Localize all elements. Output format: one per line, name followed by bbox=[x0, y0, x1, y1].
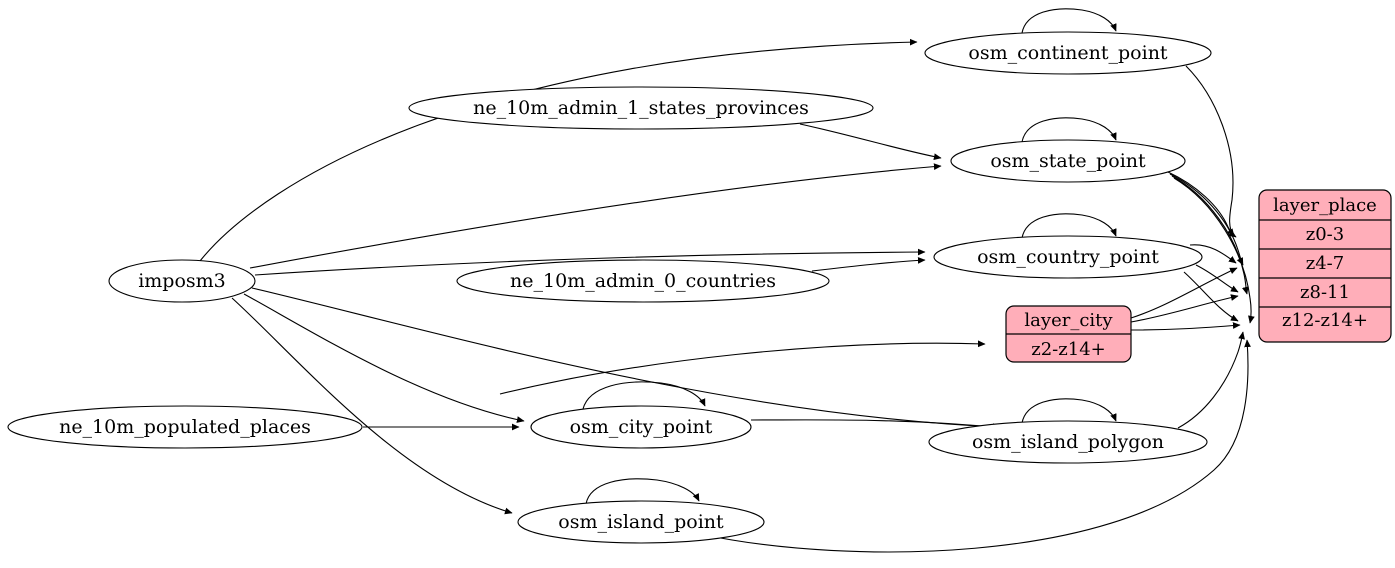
edge-self-loop-osm_island_point bbox=[585, 478, 700, 505]
edge-self-loop-osm_continent_point bbox=[1021, 8, 1117, 34]
edge-self-loop-osm_city_point bbox=[582, 381, 706, 410]
edge-osm_continent_point-to-layer_place-z0_3 bbox=[1185, 65, 1235, 237]
node-ne_10m_admin_1_states_provinces[interactable]: ne_10m_admin_1_states_provinces bbox=[408, 86, 874, 130]
edge-osm_state_point-to-layer_place-z0_3 bbox=[1167, 171, 1237, 238]
node-osm_city_point[interactable]: osm_city_point bbox=[530, 405, 752, 449]
edge-imposm3-to-osm_city_point bbox=[243, 293, 525, 423]
record-node-layer_city[interactable]: layer_city z2-z14+ bbox=[1005, 305, 1132, 363]
edge-osm_city_point-to-layer_city-z2_z14 bbox=[499, 340, 986, 395]
edge-imposm3-to-osm_continent_point bbox=[199, 38, 918, 262]
node-osm_state_point[interactable]: osm_state_point bbox=[950, 139, 1186, 183]
edge-layer_city-to-layer_place-z12_z14 bbox=[1130, 322, 1241, 331]
edge-layer_city-to-layer_place-z8_11 bbox=[1130, 294, 1239, 323]
edge-imposm3-to-osm_state_point bbox=[249, 163, 942, 269]
node-osm_continent_point[interactable]: osm_continent_point bbox=[924, 31, 1212, 75]
edge-self-loop-osm_island_polygon bbox=[1021, 398, 1117, 424]
edge-osm_state_point-to-layer_place-z8_11 bbox=[1171, 175, 1249, 295]
edges-layer bbox=[199, 8, 1255, 553]
edge-osm_island_point-to-layer_place-z12_z14 bbox=[704, 339, 1251, 553]
edge-imposm3-to-osm_country_point bbox=[254, 248, 926, 276]
node-osm_island_point[interactable]: osm_island_point bbox=[517, 500, 765, 544]
node-ne_10m_admin_0_countries[interactable]: ne_10m_admin_0_countries bbox=[456, 259, 830, 303]
edge-layer_city-to-layer_place-z4_7 bbox=[1130, 267, 1238, 319]
nodes-layer: imposm3 ne_10m_admin_1_states_provinces … bbox=[7, 31, 1212, 544]
edge-osm_city_point-to-osm_island_polygon bbox=[750, 419, 1004, 431]
node-ne_10m_populated_places[interactable]: ne_10m_populated_places bbox=[7, 405, 363, 449]
edge-imposm3-to-osm_island_point bbox=[231, 297, 513, 515]
edge-imposm3-to-osm_island_polygon bbox=[251, 287, 1001, 431]
edge-ne_countries-to-osm_country_point bbox=[811, 257, 926, 272]
node-imposm3[interactable]: imposm3 bbox=[108, 259, 256, 303]
edge-osm_country_point-to-layer_place-z4_7 bbox=[1189, 244, 1237, 264]
edge-osm_country_point-to-layer_place-z8_11 bbox=[1195, 264, 1239, 293]
record-node-layer_place[interactable]: layer_place z0-3 z4-7 z8-11 z12-z14+ bbox=[1258, 189, 1392, 343]
node-osm_country_point[interactable]: osm_country_point bbox=[933, 235, 1203, 279]
edge-osm_country_point-to-layer_place-z12_z14 bbox=[1183, 271, 1239, 322]
edge-self-loop-osm_country_point bbox=[1021, 213, 1117, 239]
edge-osm_state_point-to-layer_place-z4_7 bbox=[1169, 173, 1244, 266]
edge-self-loop-osm_state_point bbox=[1021, 117, 1117, 143]
edge-osm_state_point-to-layer_place-z12_z14 bbox=[1173, 177, 1255, 324]
node-osm_island_polygon[interactable]: osm_island_polygon bbox=[928, 420, 1208, 464]
edge-ne_states-to-osm_state_point bbox=[799, 123, 942, 160]
edge-osm_island_polygon-to-layer_place-z12_z14 bbox=[1177, 331, 1245, 429]
